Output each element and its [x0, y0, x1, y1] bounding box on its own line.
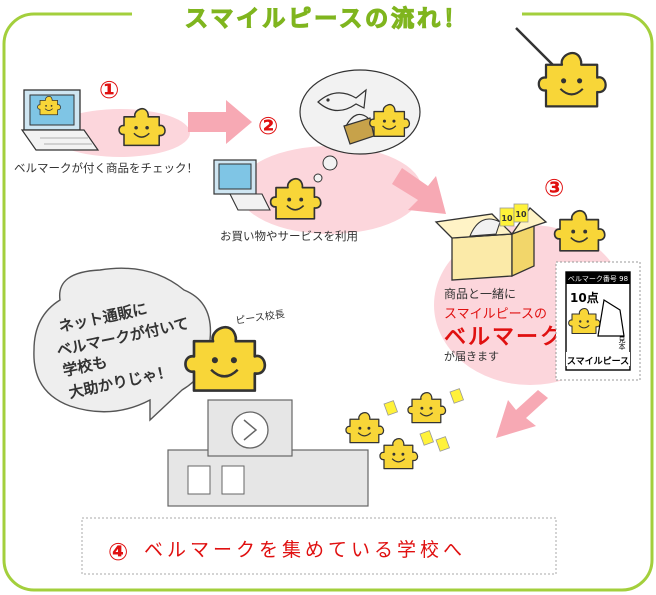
step3-number: ③	[544, 174, 564, 202]
arrow-icon	[188, 100, 252, 144]
box-icon	[434, 207, 548, 281]
step4-number: ④	[108, 538, 128, 566]
step3-caption-line1: 商品と一緒に	[444, 286, 516, 301]
step2-number: ②	[258, 112, 278, 140]
step1-caption: ベルマークが付く商品をチェック！	[14, 161, 198, 175]
bellmark-points: 10点	[570, 290, 599, 305]
bellmark-sample: 見本	[618, 336, 626, 351]
school-building	[167, 399, 369, 507]
step3-caption-line4: が届きます	[444, 349, 499, 363]
step4-box	[81, 517, 557, 575]
step1-number: ①	[99, 76, 119, 104]
title: スマイルピースの流れ！	[185, 5, 469, 32]
bellmark-footer: スマイルピース	[567, 355, 629, 367]
bellmark-header: ベルマーク番号 98	[568, 275, 628, 283]
step4-caption: ベルマークを集めている学校へ	[144, 539, 466, 561]
clock-icon	[231, 411, 269, 449]
coupon-label: 10	[501, 214, 513, 223]
step3-caption-line2: スマイルピースの	[444, 307, 547, 322]
step3-caption-line3: ベルマーク	[444, 325, 564, 350]
arrow-icon	[392, 168, 446, 214]
coupon-label: 10	[515, 210, 527, 219]
bell-icon	[597, 299, 625, 337]
computer-icon	[213, 159, 271, 211]
fish-icon	[317, 88, 367, 112]
arrow-icon	[496, 390, 548, 438]
step2-caption: お買い物やサービスを利用	[220, 229, 358, 243]
coupon-icon: 10 10	[499, 203, 529, 227]
title-backdrop	[132, 2, 522, 28]
